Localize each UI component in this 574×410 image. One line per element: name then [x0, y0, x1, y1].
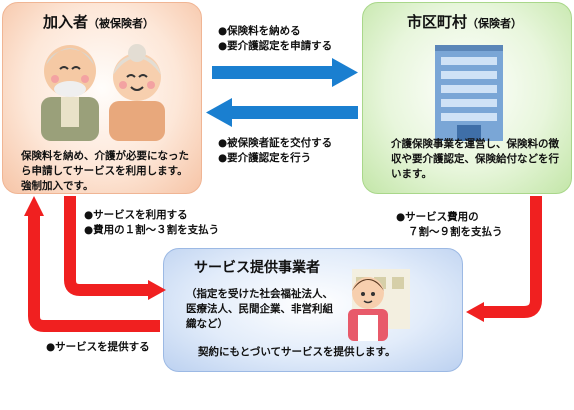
office-building-illustration-icon [429, 37, 509, 141]
arrow-member-to-city [212, 58, 358, 87]
city-title: 市区町村（保険者） [407, 13, 523, 31]
city-description: 介護保険事業を運営し、保険料の徴収や要介護認定、保険給付などを行います。 [391, 138, 559, 180]
arrow-provider-to-member-head [24, 196, 44, 216]
member-title: 加入者（被保険者） [43, 13, 155, 31]
caregiver-illustration-icon [342, 263, 414, 341]
arrow-city-to-member [206, 98, 358, 127]
flow-city-to-provider: ●サービス費用の ７割～９割を支払う [396, 211, 503, 238]
flow-provider-to-member: ●サービスを提供する [46, 341, 150, 353]
flow-member-to-provider: ●サービスを利用する ●費用の１割～３割を支払う [84, 209, 220, 236]
flow-city-to-member: ●被保険者証を交付する ●要介護認定を行う [218, 137, 333, 164]
provider-title: サービス提供事業者 [194, 260, 320, 276]
provider-description: 契約にもとづいてサービスを提供します。 [198, 346, 396, 358]
city-box: 市区町村（保険者） 介護保険事業を運営し、保険料の徴収や要介護認定、保険給付など… [362, 2, 572, 194]
member-box: 加入者（被保険者） 保険料を納め、介護が必要になったら申請してサービスを利用し [2, 2, 202, 194]
arrow-member-to-provider [64, 196, 150, 296]
flow-member-to-city: ●保険料を納める ●要介護認定を申請する [218, 25, 333, 52]
member-description: 保険料を納め、介護が必要になったら申請してサービスを利用します。強制加入です。 [21, 150, 189, 192]
elderly-couple-illustration-icon [33, 35, 173, 141]
arrow-member-to-provider-head [148, 280, 166, 300]
arrow-provider-to-member [28, 214, 160, 332]
arrow-city-to-provider-head [466, 302, 484, 322]
provider-box: サービス提供事業者 （指定を受けた社会福祉法人、医療法人、民間企業、非営利組織な… [163, 248, 463, 372]
arrow-city-to-provider [482, 196, 542, 318]
provider-note: （指定を受けた社会福祉法人、医療法人、民間企業、非営利組織など） [186, 288, 333, 330]
